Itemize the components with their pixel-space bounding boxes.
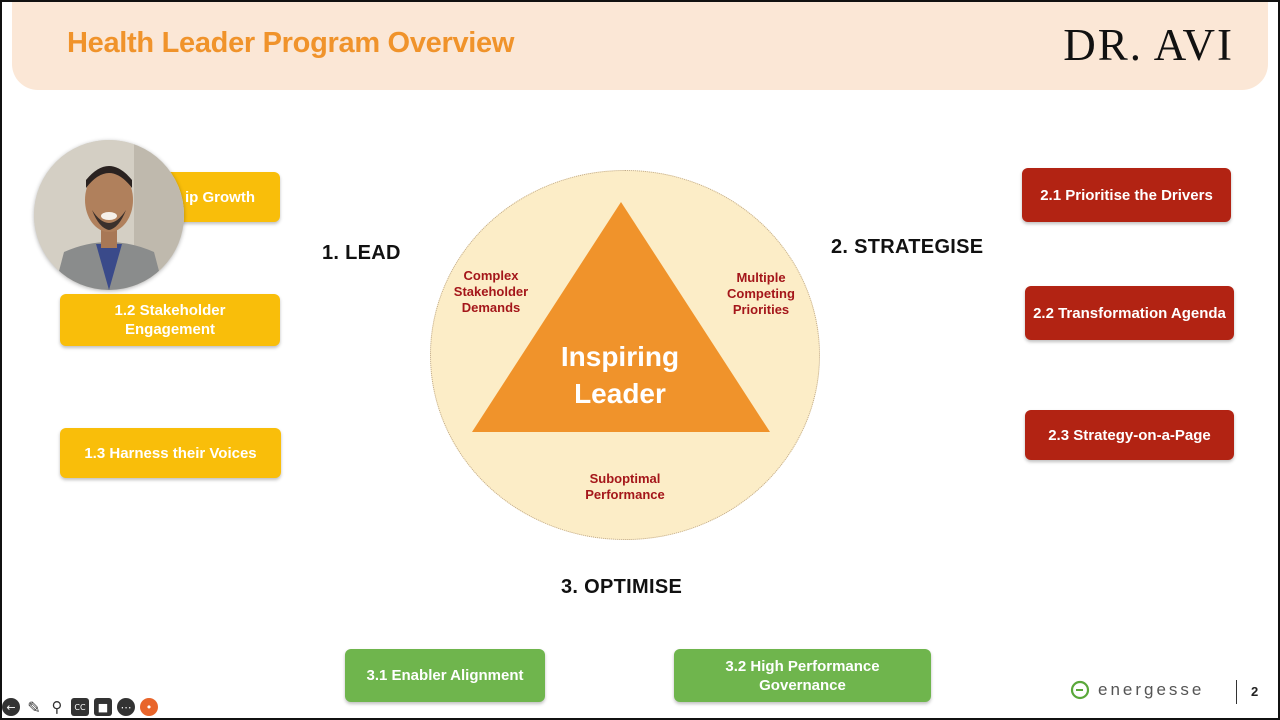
- strategise-item-2[interactable]: 2.2 Transformation Agenda: [1025, 286, 1234, 340]
- optimise-item-1[interactable]: 3.1 Enabler Alignment: [345, 649, 545, 702]
- challenge-left: Complex Stakeholder Demands: [453, 268, 529, 315]
- energesse-logo: energesse: [1070, 680, 1204, 700]
- strategise-item-1-label: 2.1 Prioritise the Drivers: [1040, 186, 1213, 204]
- lead-item-3-label: 1.3 Harness their Voices: [84, 444, 257, 462]
- zoom-icon[interactable]: ⚲: [51, 698, 63, 716]
- leader-triangle: [472, 202, 770, 432]
- page-number: 2: [1251, 684, 1259, 699]
- lead-item-2-label: 1.2 Stakeholder Engagement: [114, 302, 226, 338]
- back-icon[interactable]: ←: [2, 698, 20, 716]
- pen-icon[interactable]: ✎: [27, 697, 41, 717]
- page-title: Health Leader Program Overview: [67, 27, 515, 59]
- lead-heading: 1. LEAD: [322, 242, 401, 264]
- captions-icon[interactable]: CC: [71, 698, 89, 716]
- optimise-item-2[interactable]: 3.2 High Performance Governance: [674, 649, 931, 702]
- footer-divider: [1236, 680, 1237, 704]
- strategise-heading: 2. STRATEGISE: [831, 236, 984, 258]
- strategise-item-3[interactable]: 2.3 Strategy-on-a-Page: [1025, 410, 1234, 460]
- lead-item-1-label: ip Growth: [185, 188, 255, 206]
- pointer-icon[interactable]: •: [140, 698, 158, 716]
- camera-icon[interactable]: ■: [94, 698, 112, 716]
- presentation-toolbar: ← ✎ ⚲ CC ■ ⋯ •: [2, 697, 158, 717]
- strategise-item-1[interactable]: 2.1 Prioritise the Drivers: [1022, 168, 1231, 222]
- presenter-avatar: [34, 140, 184, 290]
- brand-logo: DR. AVI: [1063, 20, 1234, 70]
- strategise-item-3-label: 2.3 Strategy-on-a-Page: [1048, 426, 1211, 444]
- optimise-item-1-label: 3.1 Enabler Alignment: [366, 667, 524, 684]
- optimise-item-2-label: 3.2 High Performance Governance: [725, 657, 880, 694]
- inspiring-leader-label: Inspiring Leader: [560, 341, 680, 409]
- header-banner: [12, 2, 1268, 90]
- more-icon[interactable]: ⋯: [117, 698, 135, 716]
- challenge-bottom: Suboptimal Performance: [585, 471, 665, 502]
- lead-item-2[interactable]: 1.2 Stakeholder Engagement: [60, 294, 280, 346]
- energesse-logo-text: energesse: [1098, 680, 1205, 699]
- energesse-logo-mark: [1070, 680, 1090, 700]
- strategise-item-2-label: 2.2 Transformation Agenda: [1033, 304, 1226, 322]
- optimise-heading: 3. OPTIMISE: [561, 576, 683, 598]
- lead-item-3[interactable]: 1.3 Harness their Voices: [60, 428, 281, 478]
- challenge-right: Multiple Competing Priorities: [727, 270, 795, 317]
